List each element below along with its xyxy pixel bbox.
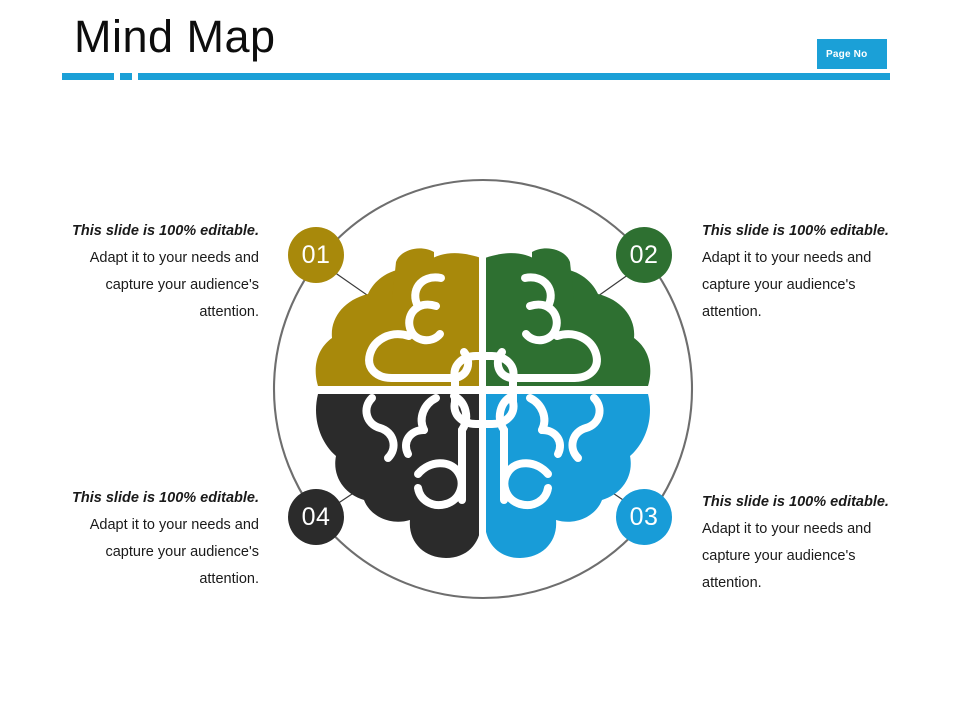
node-badge-03[interactable]: 03 [616, 489, 672, 545]
outer-ring-circle [272, 178, 694, 600]
info-block-03: This slide is 100% editable. Adapt it to… [702, 489, 914, 597]
brain-quadrant-lower-right [485, 392, 650, 558]
info-block-04: This slide is 100% editable. Adapt it to… [47, 485, 259, 593]
rule-segment-long-right [138, 73, 890, 80]
rule-segment-long-left [62, 73, 114, 80]
info-block-04-lead: This slide is 100% editable. [72, 490, 259, 506]
brain-quadrant-upper-right [485, 248, 651, 386]
brain-quadrant-upper-left [315, 248, 481, 386]
info-block-04-body: Adapt it to your needs and capture your … [89, 517, 259, 587]
info-block-01: This slide is 100% editable. Adapt it to… [47, 218, 259, 326]
brain-quadrant-lower-left [316, 392, 481, 558]
info-block-01-lead: This slide is 100% editable. [72, 223, 259, 239]
node-badge-02[interactable]: 02 [616, 227, 672, 283]
info-block-02-lead: This slide is 100% editable. [702, 223, 889, 239]
brain-center-interlock [450, 352, 518, 428]
info-block-03-lead: This slide is 100% editable. [702, 494, 889, 510]
brain-graphic [310, 248, 656, 562]
node-badge-04[interactable]: 04 [288, 489, 344, 545]
brain-horizontal-seam [310, 386, 656, 393]
node-badge-01[interactable]: 01 [288, 227, 344, 283]
title-underline-rule [62, 73, 890, 80]
brain-vertical-seam [479, 252, 486, 562]
info-block-03-body: Adapt it to your needs and capture your … [702, 521, 872, 591]
page-number-badge[interactable]: Page No [817, 39, 887, 69]
info-block-02-body: Adapt it to your needs and capture your … [702, 250, 872, 320]
page-title: Mind Map [74, 11, 276, 62]
info-block-01-body: Adapt it to your needs and capture your … [89, 250, 259, 320]
rule-segment-dash [120, 73, 132, 80]
info-block-02: This slide is 100% editable. Adapt it to… [702, 218, 914, 326]
